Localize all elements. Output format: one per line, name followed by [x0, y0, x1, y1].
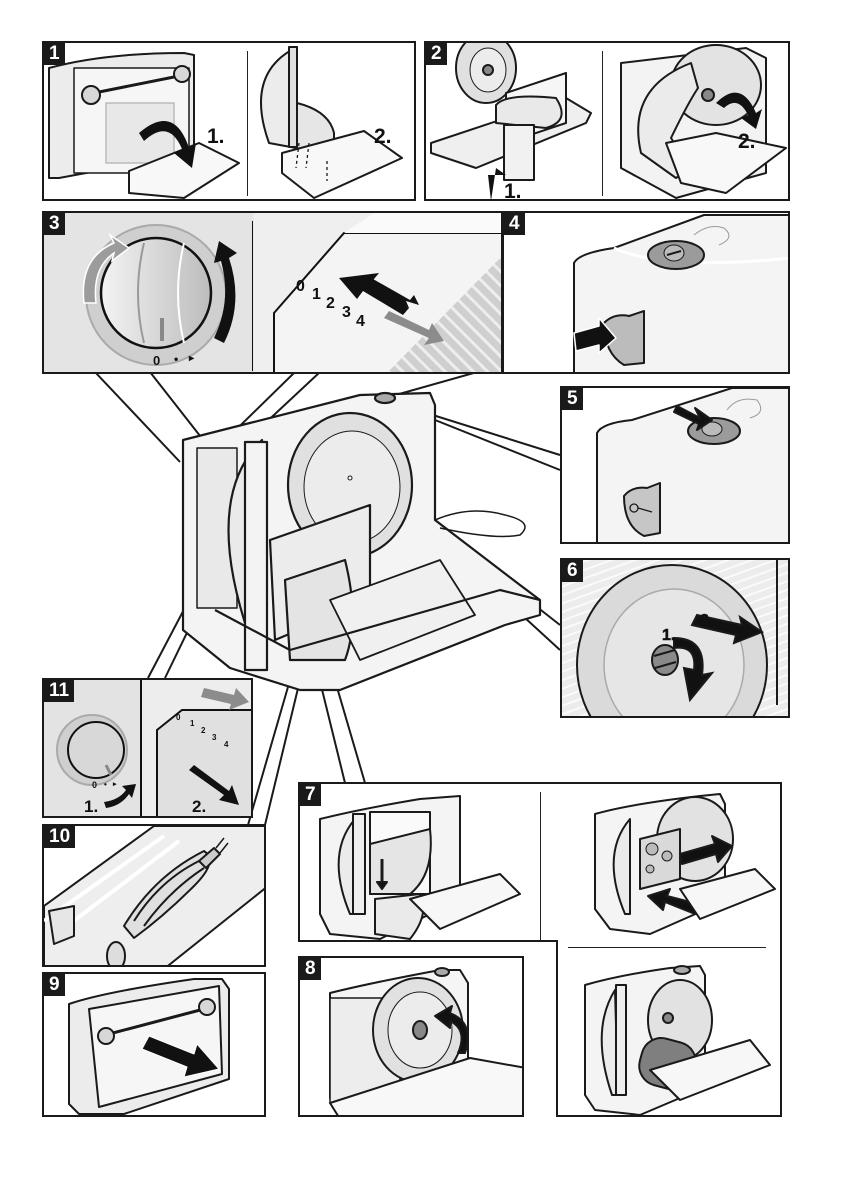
panel-7-inner-border — [556, 940, 558, 1117]
scale-3: 3 — [342, 304, 351, 321]
panel-7: 7 — [298, 782, 782, 942]
panel-number-10: 10 — [44, 826, 76, 848]
panel-6: 6 1. 2. — [560, 558, 790, 718]
panel-1: 1 1. 2. — [42, 41, 416, 201]
panel-number-11: 11 — [44, 680, 75, 702]
panel-number-1: 1 — [44, 43, 65, 65]
power-plug-icon — [198, 847, 221, 869]
scale-1: 1 — [312, 286, 321, 303]
panel-11: 11 0 • ▸ 1. 0 1 2 3 4 2. — [42, 678, 253, 818]
scale-0: 0 — [296, 278, 305, 295]
thickness-dial — [67, 721, 125, 779]
panel-2-illustration: 1. 2. — [430, 43, 787, 201]
dial-mark-0: 0 — [92, 780, 97, 790]
panel-11-step-2: 2. — [192, 797, 206, 816]
panel-8-illustration — [329, 967, 522, 1115]
panel-number-3: 3 — [44, 213, 65, 235]
dial-mark-dot: • — [104, 780, 107, 789]
scale-4: 4 — [356, 313, 365, 330]
panel-9-illustration — [68, 978, 230, 1115]
panel-7-bottom-border — [556, 1115, 782, 1117]
panel-11-illustration: 0 • ▸ 1. 0 1 2 3 4 2. — [56, 680, 251, 816]
panel-number-5: 5 — [562, 388, 583, 410]
dial-mark-arrow: ▸ — [112, 781, 117, 788]
panel-7-bottom-left-border — [298, 940, 558, 942]
panel-7-right-border — [780, 782, 782, 1117]
panel-10-illustration — [44, 826, 264, 965]
panel-11-divider — [140, 680, 142, 816]
panel-4-illustration — [573, 214, 788, 372]
panel-1-illustration: 1. 2. — [48, 46, 403, 199]
panel-5: 5 — [560, 386, 790, 544]
panel-10: 10 — [42, 824, 266, 967]
scale-0: 0 — [176, 713, 181, 722]
panel-2-step-1: 1. — [504, 180, 522, 201]
panel-6-step-2: 2. — [700, 612, 713, 629]
panel-2-divider — [602, 51, 603, 196]
panel-number-8: 8 — [300, 958, 321, 980]
panel-number-2: 2 — [426, 43, 447, 65]
thickness-scale: 0 1 2 3 4 — [296, 278, 365, 330]
panel-2: 2 1. 2. — [424, 41, 790, 201]
dial-mark-dot: • — [174, 352, 178, 366]
panel-6-illustration: 1. 2. — [562, 560, 788, 716]
dial-mark-0: 0 — [153, 353, 160, 368]
panel-3-illustration: 0 • ▸ 0 1 2 3 4 — [44, 213, 501, 372]
panel-9: 9 — [42, 972, 266, 1117]
panel-2-step-2: 2. — [738, 130, 756, 153]
panel-number-4: 4 — [504, 213, 525, 235]
panel-7-divider — [540, 792, 541, 942]
scale-2: 2 — [201, 726, 206, 735]
panel-7-illustration — [319, 793, 776, 940]
panel-number-9: 9 — [44, 974, 65, 996]
thickness-scale: 0 1 2 3 4 — [176, 713, 229, 749]
scale-2: 2 — [326, 295, 335, 312]
dial-mark-arrow: ▸ — [188, 353, 195, 364]
panel-number-7: 7 — [300, 784, 321, 806]
panel-11-step-1: 1. — [84, 797, 98, 816]
panel-4: 4 — [502, 211, 790, 374]
scale-4: 4 — [224, 740, 229, 749]
scale-1: 1 — [190, 719, 195, 728]
scale-3: 3 — [212, 733, 217, 742]
panel-3: 3 0 • ▸ 0 1 2 3 4 — [42, 211, 503, 374]
panel-5-illustration — [596, 388, 788, 542]
panel-6-step-1: 1. — [662, 627, 675, 644]
panel-8: 8 — [298, 956, 524, 1117]
panel-1-divider — [247, 51, 248, 196]
panel-1-step-2: 2. — [374, 125, 392, 148]
panel-3-divider — [252, 221, 253, 371]
panel-1-step-1: 1. — [207, 125, 225, 148]
panel-number-6: 6 — [562, 560, 583, 582]
panel-7-separator — [568, 947, 766, 948]
